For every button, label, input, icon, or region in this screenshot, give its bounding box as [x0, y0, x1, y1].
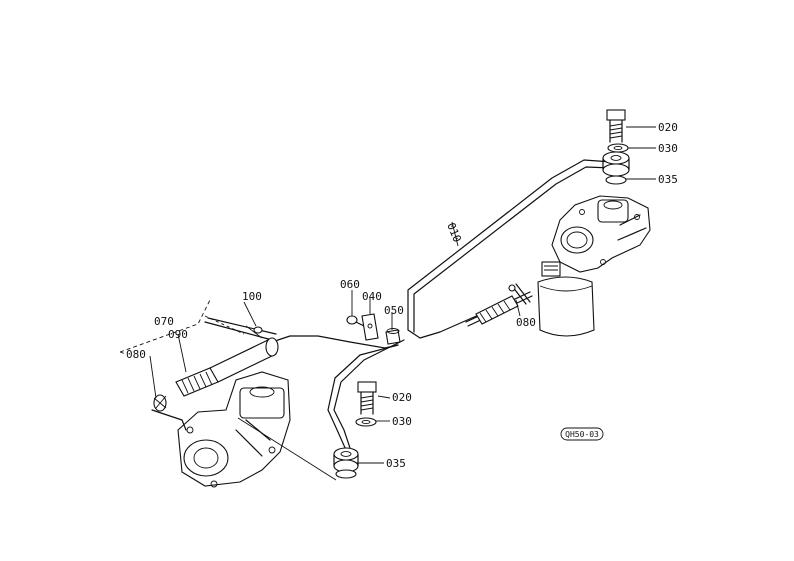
reference-code-badge: QH50-03: [560, 427, 604, 441]
callout-020-top: 020: [658, 121, 678, 134]
callout-035-top: 035: [658, 173, 678, 186]
group-dash-100: [204, 315, 245, 335]
bushing-050: [385, 328, 401, 345]
callout-020-mid: 020: [392, 391, 412, 404]
banjo-bolt-020-top: [606, 109, 626, 143]
washer-035-top: [605, 175, 627, 185]
callout-050: 050: [384, 304, 404, 317]
callout-035-mid: 035: [386, 457, 406, 470]
callout-070: 070: [154, 315, 174, 328]
callout-100: 100: [242, 290, 262, 303]
callout-030-top: 030: [658, 142, 678, 155]
washer-030-top-hole: [613, 145, 623, 151]
reference-code: QH50-03: [565, 430, 599, 439]
washer-030-mid: [355, 417, 377, 427]
tie-rod-right: [465, 283, 533, 327]
callout-080-right: 080: [516, 316, 536, 329]
group-bracket-070: [119, 299, 211, 355]
clip-040: [361, 313, 379, 341]
leader-lines: [149, 126, 656, 464]
banjo-bolt-020-mid: [357, 381, 377, 415]
pipe-010: [271, 159, 613, 451]
leader-line-left-box: [237, 417, 337, 481]
callout-060: 060: [340, 278, 360, 291]
bolt-060: [346, 315, 365, 327]
washer-030-top: [607, 143, 629, 153]
steering-gearbox-right: [537, 195, 651, 337]
tie-rod-left: [153, 317, 279, 412]
washer-035-mid: [335, 469, 357, 479]
callout-040: 040: [362, 290, 382, 303]
callout-030-mid: 030: [392, 415, 412, 428]
washer-030-mid-hole: [361, 419, 371, 425]
callout-010: 010: [444, 221, 463, 244]
banjo-fitting-top: [602, 151, 630, 177]
callout-080-left: 080: [126, 348, 146, 361]
banjo-fitting-lower: [333, 447, 359, 473]
callout-090: 090: [168, 328, 188, 341]
steering-gearbox-left: [151, 371, 291, 488]
